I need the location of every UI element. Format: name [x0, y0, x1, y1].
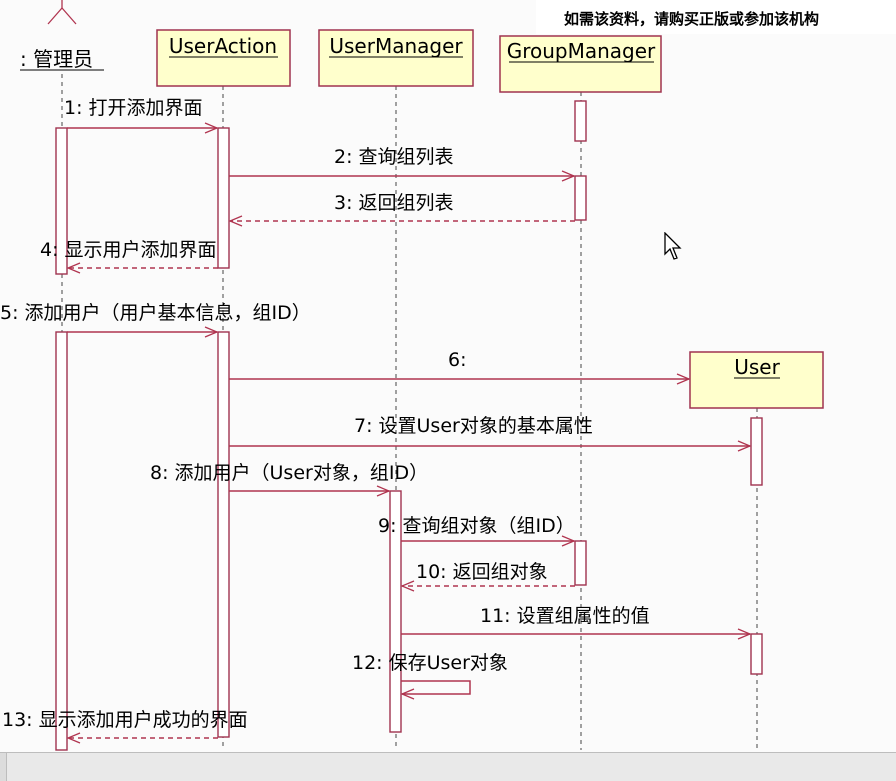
- message-label-13: 13: 显示添加用户成功的界面: [2, 709, 248, 731]
- message-label-11: 11: 设置组属性的值: [480, 605, 650, 627]
- object-useraction: UserAction: [156, 29, 291, 87]
- object-groupmanager: GroupManager: [499, 35, 662, 93]
- activation-user-1: [750, 417, 763, 486]
- actor-figure-left-leg: [47, 7, 63, 25]
- object-usermanager: UserManager: [318, 29, 474, 87]
- activation-groupmanager-1: [574, 100, 587, 142]
- message-label-9: 9: 查询组对象（组ID）: [378, 515, 575, 537]
- actor-name: : 管理员: [20, 47, 93, 71]
- activation-admin-1: [55, 127, 68, 275]
- message-label-5: 5: 添加用户（用户基本信息，组ID）: [0, 302, 311, 324]
- actor-admin: : 管理员: [20, 0, 104, 71]
- message-label-12: 12: 保存User对象: [352, 652, 508, 674]
- activation-useraction-1: [217, 127, 230, 269]
- message-labels: 1: 打开添加界面 2: 查询组列表 3: 返回组列表 4: 显示用户添加界面 …: [0, 97, 650, 731]
- message-label-4: 4: 显示用户添加界面: [40, 239, 217, 261]
- activation-usermanager: [389, 490, 402, 733]
- activation-groupmanager-2: [574, 175, 587, 221]
- message-label-8: 8: 添加用户（User对象，组ID）: [150, 462, 428, 484]
- status-bar: [0, 752, 896, 781]
- object-usermanager-label: UserManager: [329, 34, 463, 58]
- object-useraction-label: UserAction: [169, 34, 277, 58]
- watermark-text: 如需该资料，请购买正版或参加该机构: [564, 10, 820, 28]
- watermark-banner: 如需该资料，请购买正版或参加该机构: [536, 0, 896, 34]
- activation-admin-2: [55, 331, 68, 751]
- sequence-diagram-canvas: : 管理员 UserAction UserManager GroupManage…: [0, 0, 824, 751]
- activation-user-2: [750, 633, 763, 675]
- message-label-3: 3: 返回组列表: [334, 192, 454, 214]
- object-groupmanager-label: GroupManager: [507, 39, 656, 63]
- mouse-cursor-icon: [664, 232, 682, 260]
- activation-groupmanager-3: [574, 540, 587, 586]
- message-label-7: 7: 设置User对象的基本属性: [354, 415, 593, 437]
- message-label-10: 10: 返回组对象: [416, 561, 548, 583]
- messages: [67, 128, 750, 738]
- message-arrow-12: [401, 680, 471, 694]
- object-user-label: User: [734, 355, 780, 379]
- activation-useraction-2: [217, 331, 230, 738]
- actor-figure-right-leg: [61, 7, 77, 25]
- object-user: User: [689, 351, 824, 409]
- activations: [55, 100, 763, 751]
- message-label-1: 1: 打开添加界面: [64, 97, 203, 119]
- message-label-6: 6:: [448, 349, 467, 371]
- status-bar-grip: [0, 753, 7, 781]
- message-label-2: 2: 查询组列表: [334, 146, 454, 168]
